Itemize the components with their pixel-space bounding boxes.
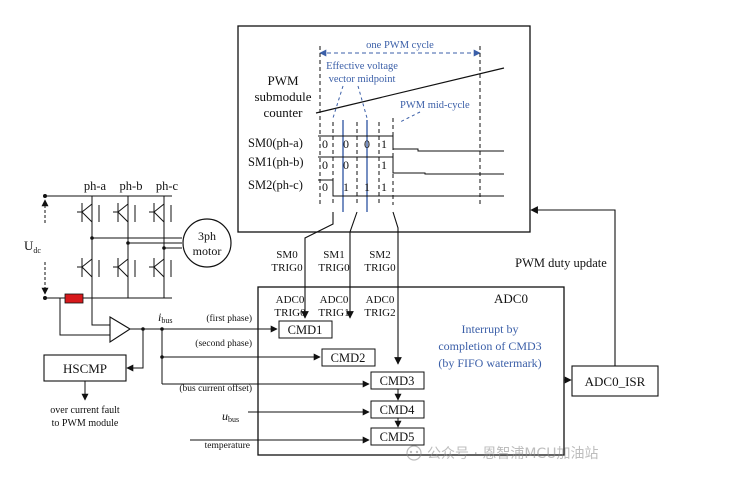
isr-path: ADC0_ISR PWM duty update [515,206,659,397]
trig-sm0-l1: SM0 [276,249,298,261]
sm2-bit-3: 1 [364,180,370,194]
input-second-phase: (second phase) [195,338,252,349]
adc-trig0-l2: TRIG0 [274,307,306,319]
phase-b-label: ph-b [120,179,143,193]
row-label-sm1: SM1(ph-b) [248,155,304,169]
watermark-text: 公众号 · 恩智浦MCU加油站 [427,446,598,462]
motor-label-1: 3ph [198,229,216,243]
hscmp-box [43,354,127,382]
counter-label-3: counter [264,105,304,120]
inverter-legs [77,196,182,298]
adc0-isr-box [571,365,659,397]
cmd2-box [321,348,376,367]
counter-label-2: submodule [254,89,311,104]
interrupt-line-1: Interrupt by [462,322,519,336]
adc0-isr-label: ADC0_ISR [585,374,646,389]
interrupt-line-2: completion of CMD3 [438,339,541,353]
ibus-label: ibus [158,310,172,325]
trig-sm0-l2: TRIG0 [271,262,303,274]
input-temperature: temperature [205,441,250,451]
trig-sm2-l2: TRIG0 [364,262,396,274]
row-label-sm0: SM0(ph-a) [248,136,303,150]
effective-label-2: vector midpoint [329,74,396,85]
hscmp-label: HSCMP [63,361,107,376]
watermark: 公众号 · 恩智浦MCU加油站 [406,445,598,462]
trig-sm1-l2: TRIG0 [318,262,350,274]
sm1-bit-3: 1 [381,158,387,172]
input-bus-offset: (bus current offset) [179,383,252,394]
sm0-bit-4: 1 [381,137,387,151]
sm1-bit-2: 0 [343,158,349,172]
sm2-bit-4: 1 [381,180,387,194]
sm0-bit-3: 0 [364,137,370,151]
adc0-panel: ADC0 ADC0 TRIG0 ADC0 TRIG1 ADC0 TRIG2 CM… [257,286,565,456]
adc-trig0-l1: ADC0 [276,294,305,306]
motor-label-2: motor [193,244,222,258]
adc-trig2-l2: TRIG2 [364,307,395,319]
pwm-timing-frame [237,25,531,233]
cycle-label: one PWM cycle [366,40,434,51]
cmd1-label: CMD1 [288,323,323,337]
inverter-circuit: Udc ph-a ph-b ph-c [24,179,232,429]
sm0-bit-1: 0 [322,137,328,151]
input-first-phase: (first phase) [206,313,252,324]
motor-symbol [182,218,232,268]
cmd4-label: CMD4 [380,403,415,417]
cmd2-label: CMD2 [331,351,366,365]
cmd5-box [370,427,425,446]
sm1-bit-1: 0 [322,158,328,172]
trig-sm1-l1: SM1 [323,249,344,261]
cmd5-label: CMD5 [380,430,415,444]
phase-c-label: ph-c [156,179,179,193]
adc-trig1-l2: TRIG1 [318,307,349,319]
adc0-frame [257,286,565,456]
udc-label: Udc [24,238,41,255]
current-amplifier [109,316,132,344]
row-label-sm2: SM2(ph-c) [248,178,303,192]
ubus-label: ubus [222,409,239,424]
trigger-lines: SM0 TRIG0 SM1 TRIG0 SM2 TRIG0 [271,211,402,365]
shunt-resistor [64,293,84,304]
duty-update-label: PWM duty update [515,256,607,270]
sm2-bit-2: 1 [343,180,349,194]
adc0-title: ADC0 [494,291,528,306]
effective-label-1: Effective voltage [326,61,398,72]
trig-sm2-l1: SM2 [369,249,390,261]
midcycle-label: PWM mid-cycle [400,100,470,111]
overcurrent-line-2: to PWM module [52,418,119,429]
sm2-bit-1: 0 [322,180,328,194]
interrupt-line-3: (by FIFO watermark) [438,356,541,370]
adc-inputs: (first phase) (second phase) (bus curren… [155,310,370,451]
pwm-timing-panel: one PWM cycle Effective voltage vector m… [237,25,531,233]
phase-a-label: ph-a [84,179,107,193]
adc-trig1-l1: ADC0 [320,294,349,306]
overcurrent-line-1: over current fault [50,405,120,416]
sm0-bit-2: 0 [343,137,349,151]
counter-label-1: PWM [267,73,299,88]
adc-trig2-l1: ADC0 [366,294,395,306]
cmd1-box [278,320,333,339]
cmd3-label: CMD3 [380,374,415,388]
